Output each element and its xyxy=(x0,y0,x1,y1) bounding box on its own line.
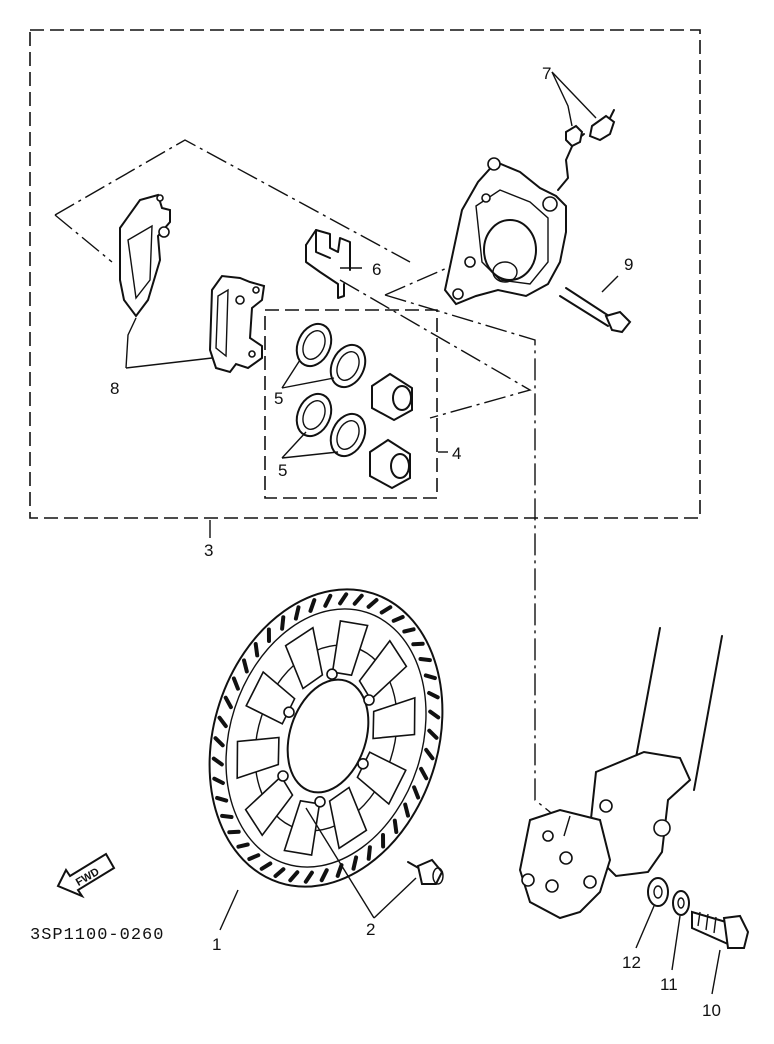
disc-slot xyxy=(273,867,286,878)
fwd-label: FWD xyxy=(74,866,102,889)
caliper-body xyxy=(443,157,567,306)
disc-slot xyxy=(303,870,314,884)
disc-slot xyxy=(428,709,441,720)
disc-slot xyxy=(231,676,240,691)
disc-spoke-window xyxy=(236,736,280,780)
brake-pad-front xyxy=(119,193,171,318)
bleed-screw xyxy=(557,109,616,191)
callout-10: 10 xyxy=(702,1001,721,1020)
disc-spoke-window xyxy=(331,619,369,677)
disc-bolt-hole xyxy=(363,694,375,706)
disc-slot xyxy=(259,861,273,871)
disc-slot xyxy=(280,615,286,631)
disc-slot xyxy=(217,715,228,729)
disc-slot xyxy=(391,615,405,623)
disc-slot xyxy=(212,776,225,785)
brake-disc xyxy=(208,588,444,888)
seal-kit-boundary xyxy=(264,309,438,499)
disc-slot xyxy=(352,593,364,606)
callout-3: 3 xyxy=(204,541,213,560)
leader-lines xyxy=(125,71,721,995)
disc-bolt xyxy=(407,858,444,885)
disc-slot xyxy=(392,818,399,834)
caliper-pistons xyxy=(369,372,413,490)
disc-spoke-window xyxy=(358,639,408,701)
disc-slot xyxy=(236,842,250,849)
disc-bolt-hole xyxy=(277,770,289,782)
disc-slot xyxy=(366,845,372,861)
disc-slot xyxy=(242,658,249,674)
disc-slot xyxy=(423,673,437,681)
disc-slot xyxy=(215,795,229,803)
disc-slot xyxy=(323,593,333,608)
callout-5-upper: 5 xyxy=(274,389,283,408)
disc-slot xyxy=(319,868,329,883)
disc-slot xyxy=(424,747,435,761)
callout-4: 4 xyxy=(452,444,461,463)
callout-5-lower: 5 xyxy=(278,461,287,480)
caliper-assembly-boundary xyxy=(29,29,701,519)
callout-7: 7 xyxy=(542,64,551,83)
disc-bolt-hole xyxy=(326,668,338,681)
disc-slot xyxy=(293,605,301,621)
disc-slot xyxy=(427,691,440,700)
disc-spoke-window xyxy=(328,786,368,850)
disc-slot xyxy=(213,736,225,748)
disc-slot xyxy=(220,813,234,819)
disc-spoke-window xyxy=(244,775,294,837)
diagram-code: 3SP1100-0260 xyxy=(30,926,164,945)
callout-9: 9 xyxy=(624,255,633,274)
disc-slot xyxy=(288,870,300,883)
lock-washer xyxy=(672,890,690,916)
disc-slot xyxy=(412,785,421,800)
washer xyxy=(647,877,669,907)
disc-bolt-hole xyxy=(357,757,369,770)
callout-2: 2 xyxy=(366,920,375,939)
brake-pad-rear xyxy=(208,274,266,374)
caliper-bolt xyxy=(559,287,632,334)
disc-slot xyxy=(247,853,261,861)
disc-spoke-window xyxy=(372,696,416,740)
disc-slot xyxy=(411,641,425,647)
disc-slot xyxy=(253,642,260,658)
callout-8: 8 xyxy=(110,379,119,398)
disc-slot xyxy=(418,657,432,663)
disc-slot xyxy=(223,695,233,710)
disc-slot xyxy=(351,855,359,871)
disc-slot xyxy=(211,756,224,767)
front-fork-leg xyxy=(518,627,723,920)
disc-slot xyxy=(338,592,349,606)
disc-spoke-window xyxy=(284,626,324,690)
disc-slot xyxy=(402,627,416,634)
disc-bolt-hole xyxy=(314,795,326,808)
disc-slot xyxy=(419,766,429,781)
disc-slot xyxy=(335,863,344,878)
disc-slot xyxy=(366,598,379,609)
callout-12: 12 xyxy=(622,953,641,972)
pad-spring-clip xyxy=(305,229,351,299)
callout-6: 6 xyxy=(372,260,381,279)
piston-seals xyxy=(295,322,367,458)
disc-slot xyxy=(403,802,410,818)
alignment-lines xyxy=(54,139,561,821)
forward-arrow-icon: FWD xyxy=(56,852,116,899)
mounting-bolt xyxy=(691,910,750,949)
callout-1: 1 xyxy=(212,935,221,954)
disc-bolt-hole xyxy=(283,706,295,719)
disc-slot xyxy=(427,728,439,740)
disc-slot xyxy=(308,598,317,613)
disc-slot xyxy=(227,829,241,835)
disc-slot xyxy=(379,605,393,615)
callout-11: 11 xyxy=(660,975,678,994)
